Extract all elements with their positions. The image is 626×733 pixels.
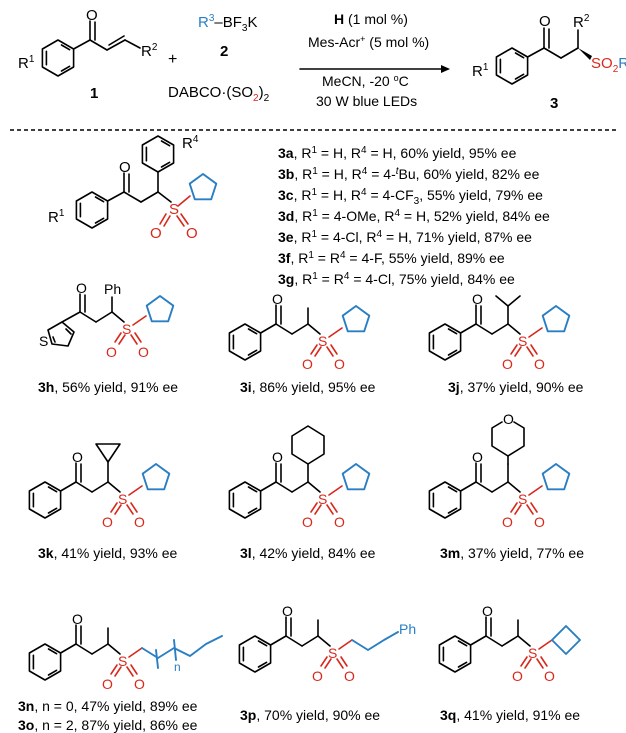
reaction-conditions: H (1 mol %) Mes-Acr+ (5 mol %) MeCN, -20… — [299, 11, 450, 109]
sulfonyl-oxygen-right: O — [134, 676, 145, 692]
label-3h: 3h, 56% yield, 91% ee — [38, 379, 178, 395]
chain-repeat-n: n — [174, 660, 181, 674]
reagent-2: R3–BF3K 2 DABCO·(SO2)2 — [168, 13, 270, 104]
sulfur-atom: S — [518, 333, 527, 349]
sulfur-atom: S — [328, 645, 337, 661]
product-r1: R1 — [472, 62, 489, 80]
structure-3m: O O S O O — [428, 411, 571, 530]
sulfonyl-oxygen-right: O — [534, 514, 545, 530]
sulfonyl-oxygen-left: O — [102, 676, 113, 692]
tetrahydropyran-oxygen: O — [503, 411, 514, 427]
general-r4: R4 — [182, 134, 199, 152]
sulfonyl-oxygen-right: O — [134, 514, 145, 530]
sulfonyl-oxygen-right: O — [334, 514, 345, 530]
sulfonyl-oxygen-left: O — [102, 514, 113, 530]
label-3l: 3l, 42% yield, 84% ee — [240, 545, 376, 561]
sulfonyl-oxygen-right: O — [186, 225, 198, 242]
entry-3f: 3f, R1 = R4 = 4-F, 55% yield, 89% ee — [278, 250, 505, 266]
sulfonyl-oxygen-left: O — [502, 514, 513, 530]
sulfonyl-oxygen-right: O — [544, 668, 555, 684]
label-3m: 3m, 37% yield, 77% ee — [440, 545, 584, 561]
entry-3c: 3c, R1 = H, R4 = 4-CF3, 55% yield, 79% e… — [278, 187, 543, 207]
thiophene-sulfur: S — [39, 333, 48, 349]
entry-3e: 3e, R1 = 4-Cl, R4 = H, 71% yield, 87% ee — [278, 229, 532, 245]
sm1-oxygen: O — [86, 7, 98, 24]
sulfonyl-oxygen-right: O — [334, 356, 345, 372]
structure-3k: O S O O — [28, 443, 171, 530]
sm1-r1: R1 — [18, 54, 35, 72]
carbonyl-oxygen: O — [72, 611, 83, 627]
sulfur-atom: S — [122, 321, 131, 337]
general-r1: R1 — [48, 208, 65, 226]
sulfonyl-oxygen-left: O — [512, 668, 523, 684]
label-3n: 3n, n = 0, 47% yield, 89% ee — [18, 698, 198, 714]
structure-3p: O S O O Ph — [238, 603, 416, 684]
carbonyl-oxygen: O — [119, 159, 131, 176]
condition-catalyst: H (1 mol %) — [334, 11, 408, 27]
structure-3l: O S O O — [228, 425, 371, 530]
phenyl-label: Ph — [104, 281, 121, 297]
sulfur-atom: S — [318, 333, 327, 349]
carbonyl-oxygen: O — [76, 280, 87, 296]
dabco-so2: DABCO·(SO2)2 — [168, 84, 270, 104]
structure-3j: O S O O — [428, 291, 571, 372]
sulfonyl-oxygen-right: O — [534, 356, 545, 372]
entry-3a: 3a, R1 = H, R4 = H, 60% yield, 95% ee — [278, 145, 517, 161]
condition-photocatalyst: Mes-Acr+ (5 mol %) — [308, 34, 429, 50]
label-3j: 3j, 37% yield, 90% ee — [448, 379, 584, 395]
sm1-label: 1 — [90, 85, 98, 102]
structure-3h: S O Ph S O O — [39, 280, 175, 360]
condition-solvent: MeCN, -20 oC — [322, 73, 409, 89]
sulfur-atom: S — [169, 201, 179, 218]
sulfur-atom: S — [528, 645, 537, 661]
sulfonyl-oxygen-left: O — [106, 344, 117, 360]
plus-sign: + — [168, 51, 177, 68]
sulfur-atom: S — [118, 491, 127, 507]
sulfonyl-oxygen-right: O — [138, 344, 149, 360]
sulfur-atom: S — [518, 491, 527, 507]
carbonyl-oxygen: O — [72, 449, 83, 465]
carbonyl-oxygen: O — [472, 449, 483, 465]
structure-3i: O S O O — [228, 291, 371, 372]
sulfonyl-oxygen-right: O — [344, 668, 355, 684]
carbonyl-oxygen: O — [472, 291, 483, 307]
structure-3q: O S O O — [438, 603, 581, 684]
substrate-table: 3a, R1 = H, R4 = H, 60% yield, 95% ee 3b,… — [278, 145, 550, 287]
general-structure-3a-3g: S O O O R1 R4 — [48, 134, 218, 242]
structure-3n-3o: O S O O n — [28, 611, 223, 692]
label-3q: 3q, 41% yield, 91% ee — [440, 707, 580, 723]
sm1-r2: R2 — [141, 42, 158, 60]
product-oxygen: O — [539, 13, 551, 30]
carbonyl-oxygen: O — [482, 603, 493, 619]
carbonyl-oxygen: O — [282, 603, 293, 619]
entry-3b: 3b, R1 = H, R4 = 4-tBu, 60% yield, 82% e… — [278, 166, 540, 182]
sulfur-atom: S — [118, 653, 127, 669]
entry-3d: 3d, R1 = 4-OMe, R4 = H, 52% yield, 84% e… — [278, 208, 550, 224]
sulfonyl-oxygen-left: O — [150, 225, 162, 242]
sulfur-atom: S — [318, 491, 327, 507]
sulfonyl-oxygen-left: O — [302, 514, 313, 530]
product-label: 3 — [550, 95, 558, 112]
label-3o: 3o, n = 2, 87% yield, 86% ee — [18, 717, 198, 733]
label-3i: 3i, 86% yield, 95% ee — [240, 379, 376, 395]
sulfonyl-oxygen-left: O — [302, 356, 313, 372]
label-3p: 3p, 70% yield, 90% ee — [240, 707, 380, 723]
sulfonyl-oxygen-left: O — [502, 356, 513, 372]
phenyl-label: Ph — [399, 621, 416, 637]
carbonyl-oxygen: O — [272, 449, 283, 465]
reagent-trifluoroborate: R3–BF3K — [198, 13, 258, 34]
starting-material-1: O R1 R2 1 — [18, 7, 158, 102]
entry-3g: 3g, R1 = R4 = 4-Cl, 75% yield, 84% ee — [278, 271, 515, 287]
carbonyl-oxygen: O — [272, 291, 283, 307]
label-3k: 3k, 41% yield, 93% ee — [38, 545, 178, 561]
sulfonyl-oxygen-left: O — [312, 668, 323, 684]
condition-light: 30 W blue LEDs — [316, 93, 417, 109]
product-r2: R2 — [573, 13, 590, 31]
reagent-label: 2 — [220, 43, 228, 60]
